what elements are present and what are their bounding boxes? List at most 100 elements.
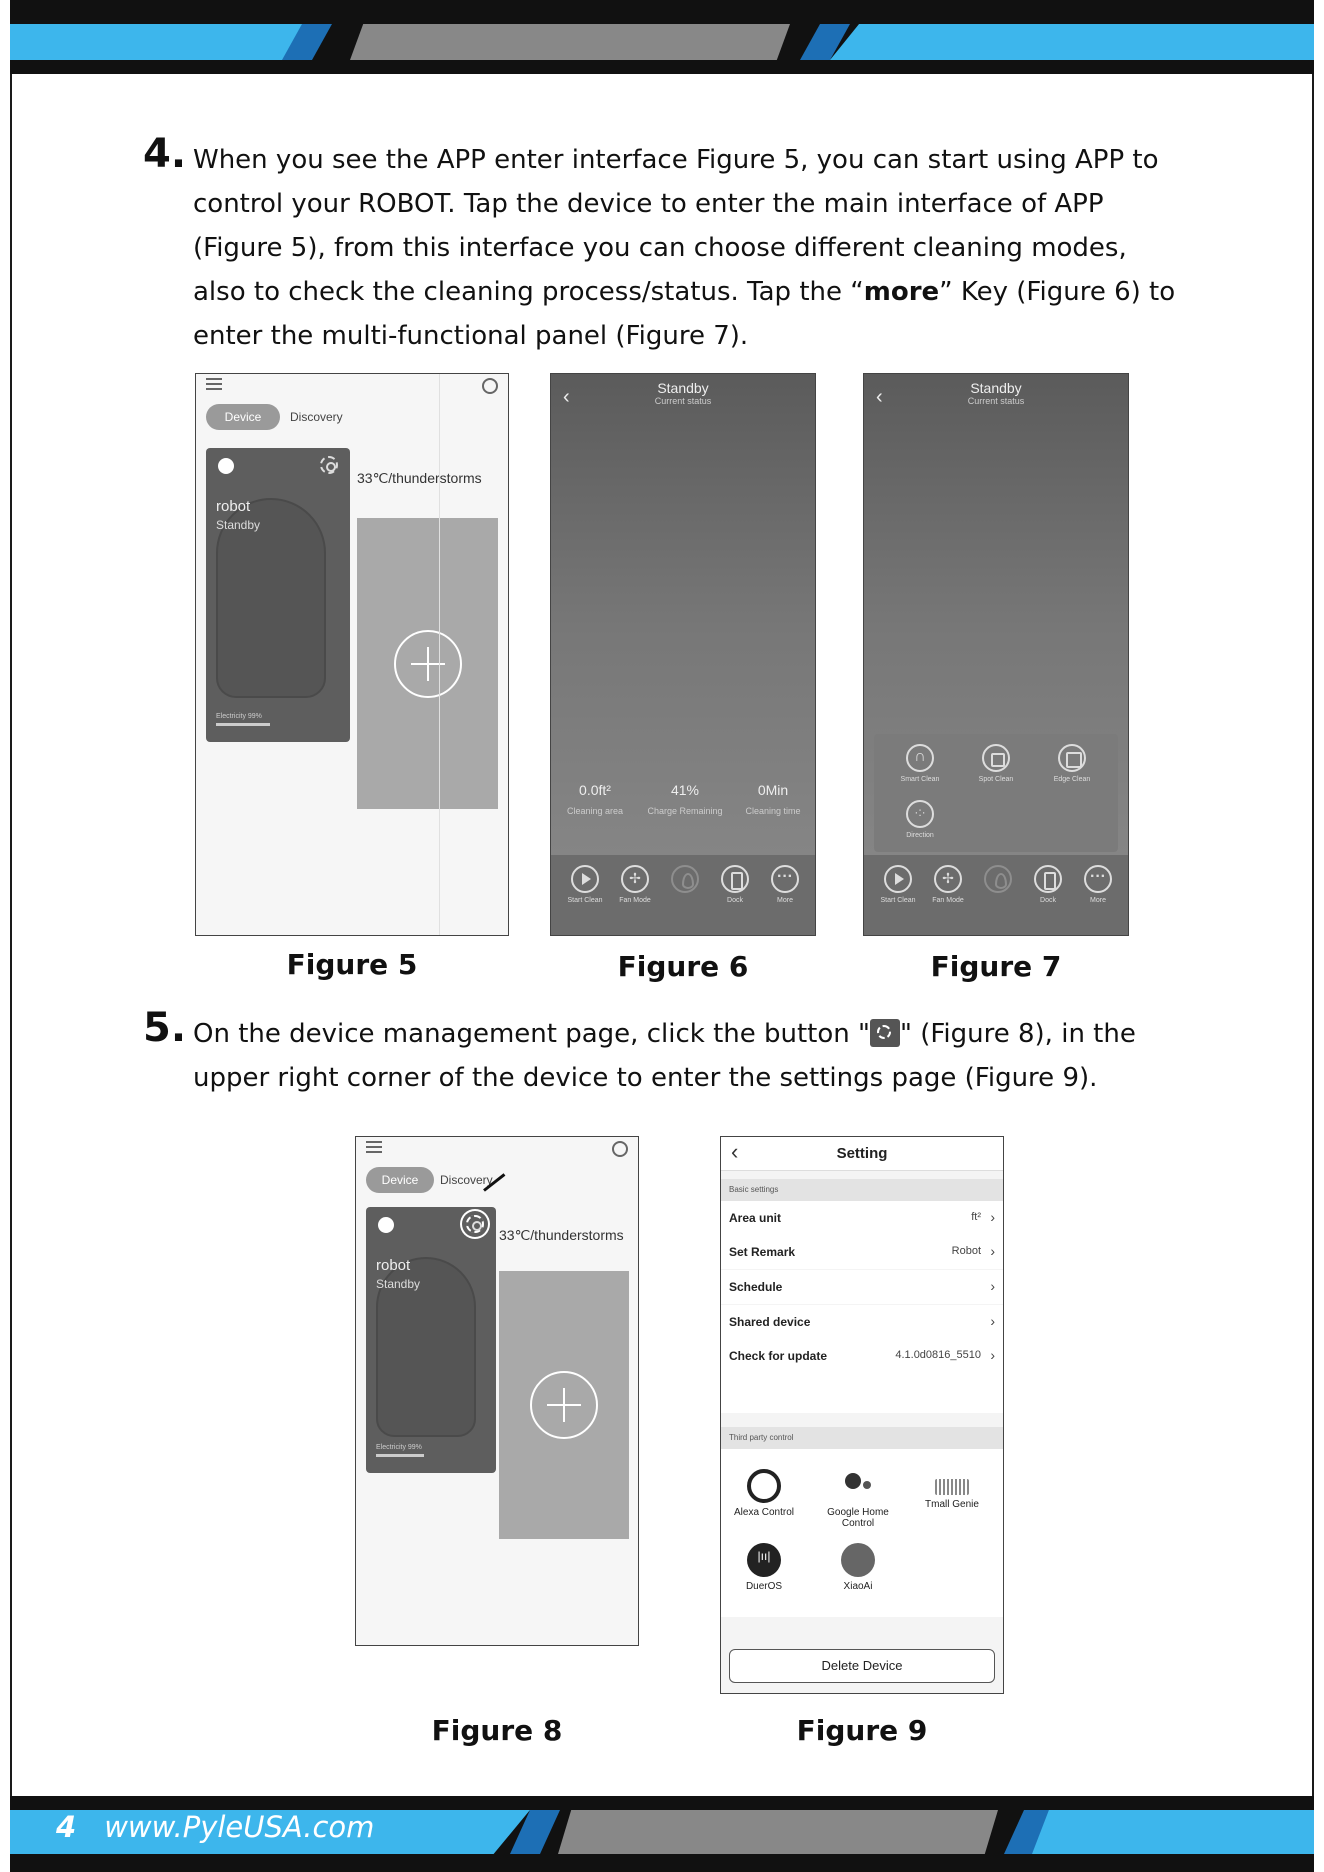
step-number: 5. bbox=[143, 1005, 187, 1051]
top-banner bbox=[10, 0, 1314, 74]
setting-row-shared-device[interactable]: Shared device› bbox=[721, 1305, 1003, 1339]
menu-icon[interactable] bbox=[206, 378, 222, 393]
fan-icon bbox=[621, 865, 649, 893]
device-status: Standby bbox=[376, 1277, 421, 1291]
spot-clean-button[interactable]: Spot Clean bbox=[972, 744, 1020, 784]
website-link[interactable]: www.PyleUSA.com bbox=[104, 1810, 375, 1844]
step-4-text: When you see the APP enter interface Fig… bbox=[193, 145, 1176, 351]
step-5-text: On the device management page, click the… bbox=[193, 1019, 1136, 1093]
water-button[interactable] bbox=[661, 865, 709, 896]
message-icon[interactable] bbox=[482, 378, 498, 394]
back-icon[interactable]: ‹ bbox=[563, 386, 570, 408]
third-party-header: Third party control bbox=[721, 1427, 1003, 1449]
stat-charge: 41%Charge Remaining bbox=[647, 782, 723, 816]
tab-device[interactable]: Device bbox=[366, 1167, 434, 1193]
figure-5-screen: Device Discovery robot Standby Electrici… bbox=[195, 373, 509, 936]
tmall-genie-icon bbox=[935, 1479, 969, 1495]
status-toolbar: Start Clean Fan Mode Dock More bbox=[551, 855, 815, 935]
more-icon bbox=[771, 865, 799, 893]
device-card[interactable]: robot Standby Electricity 99% bbox=[206, 448, 350, 742]
user-icon bbox=[218, 458, 234, 474]
menu-icon[interactable] bbox=[366, 1141, 382, 1156]
gear-icon bbox=[869, 1019, 900, 1047]
play-icon bbox=[884, 865, 912, 893]
gear-icon[interactable] bbox=[466, 1215, 484, 1233]
figure-7-screen: ‹ Standby Current status Smart Clean Spo… bbox=[863, 373, 1129, 936]
gear-icon[interactable] bbox=[320, 456, 338, 474]
electricity-bar bbox=[376, 1454, 424, 1457]
more-button[interactable]: More bbox=[761, 865, 809, 905]
dueros-control[interactable]: DuerOS bbox=[721, 1543, 807, 1592]
water-drop-icon bbox=[984, 865, 1012, 893]
fan-mode-button[interactable]: Fan Mode bbox=[611, 865, 659, 905]
more-panel: Smart Clean Spot Clean Edge Clean Direct… bbox=[874, 734, 1118, 852]
basic-settings-header: Basic settings bbox=[721, 1179, 1003, 1201]
plus-icon bbox=[530, 1371, 598, 1439]
add-device-card[interactable] bbox=[499, 1271, 629, 1539]
edge-clean-button[interactable]: Edge Clean bbox=[1048, 744, 1096, 784]
weather-label: 33℃/thunderstorms bbox=[499, 1227, 624, 1243]
electricity-label: Electricity 99% bbox=[376, 1444, 422, 1451]
back-icon[interactable]: ‹ bbox=[876, 386, 883, 408]
tab-discovery[interactable]: Discovery bbox=[290, 410, 343, 424]
setting-row-schedule[interactable]: Schedule› bbox=[721, 1270, 1003, 1304]
chevron-right-icon: › bbox=[990, 1209, 995, 1225]
plus-icon bbox=[393, 629, 462, 698]
alexa-control[interactable]: Alexa Control bbox=[721, 1469, 807, 1518]
dock-button[interactable]: Dock bbox=[1024, 865, 1072, 905]
direction-button[interactable]: Direction bbox=[896, 800, 944, 840]
figure-8-screen: Device Discovery robot Standby Electrici… bbox=[355, 1136, 639, 1646]
chevron-right-icon: › bbox=[990, 1347, 995, 1363]
delete-device-button[interactable]: Delete Device bbox=[729, 1649, 995, 1683]
status-subtitle: Current status bbox=[654, 396, 712, 406]
caption-figure-7: Figure 7 bbox=[930, 950, 1062, 983]
water-button[interactable] bbox=[974, 865, 1022, 896]
tab-device[interactable]: Device bbox=[206, 404, 280, 430]
status-title: Standby bbox=[970, 380, 1022, 396]
caption-figure-9: Figure 9 bbox=[796, 1714, 928, 1747]
dueros-icon bbox=[747, 1543, 781, 1577]
dock-button[interactable]: Dock bbox=[711, 865, 759, 905]
more-keyword: more bbox=[863, 277, 940, 307]
more-icon bbox=[1084, 865, 1112, 893]
settings-header: ‹ Setting bbox=[721, 1137, 1003, 1171]
start-clean-button[interactable]: Start Clean bbox=[561, 865, 609, 905]
tab-discovery[interactable]: Discovery bbox=[440, 1173, 493, 1187]
alexa-icon bbox=[747, 1469, 781, 1503]
robot-photo bbox=[376, 1257, 476, 1437]
tmall-genie-control[interactable]: Tmall Genie bbox=[909, 1469, 995, 1510]
add-device-card[interactable] bbox=[357, 518, 498, 809]
xiaoai-icon bbox=[841, 1543, 875, 1577]
start-clean-button[interactable]: Start Clean bbox=[874, 865, 922, 905]
google-home-control[interactable]: Google Home Control bbox=[815, 1469, 901, 1529]
fan-mode-button[interactable]: Fan Mode bbox=[924, 865, 972, 905]
xiaoai-control[interactable]: XiaoAi bbox=[815, 1543, 901, 1592]
status-subtitle: Current status bbox=[967, 396, 1025, 406]
back-icon[interactable]: ‹ bbox=[731, 1139, 739, 1164]
spot-clean-icon bbox=[982, 744, 1010, 772]
smart-clean-button[interactable]: Smart Clean bbox=[896, 744, 944, 784]
caption-figure-6: Figure 6 bbox=[617, 950, 749, 983]
status-title: Standby bbox=[657, 380, 709, 396]
more-button[interactable]: More bbox=[1074, 865, 1122, 905]
device-card[interactable]: robot Standby Electricity 99% bbox=[366, 1207, 496, 1473]
caption-figure-8: Figure 8 bbox=[431, 1714, 563, 1747]
step-5: 5. On the device management page, click … bbox=[143, 1006, 1183, 1100]
page-border-left bbox=[10, 0, 12, 1872]
electricity-bar bbox=[216, 723, 270, 726]
message-icon[interactable] bbox=[612, 1141, 628, 1157]
user-icon bbox=[378, 1217, 394, 1233]
smart-clean-icon bbox=[906, 744, 934, 772]
fan-icon bbox=[934, 865, 962, 893]
status-toolbar: Start Clean Fan Mode Dock More bbox=[864, 855, 1128, 935]
device-name: robot bbox=[376, 1257, 411, 1274]
page-number: 4 bbox=[56, 1810, 77, 1844]
step-number: 4. bbox=[143, 131, 187, 177]
